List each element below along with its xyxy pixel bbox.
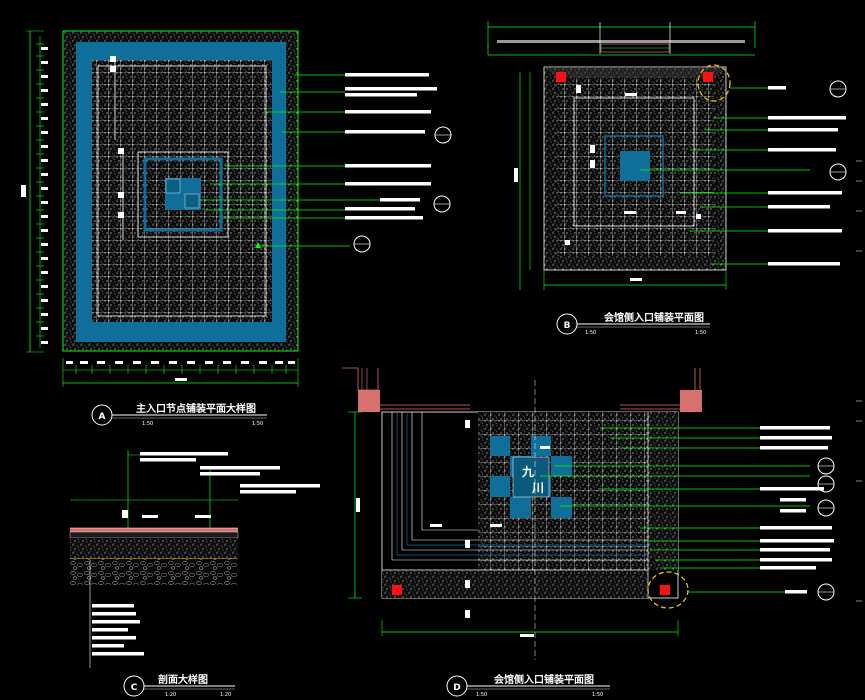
tag-a: A bbox=[99, 412, 106, 422]
scale-c-right: 1:20 bbox=[220, 692, 231, 698]
right-edge-markers bbox=[856, 160, 862, 602]
drawing-c-section bbox=[69, 450, 320, 668]
scale-c-left: 1:20 bbox=[165, 692, 176, 698]
scale-b-left: 1:50 bbox=[585, 330, 596, 336]
title-b: 会馆侧入口铺装平面图 bbox=[604, 311, 704, 324]
drawing-d-leaders bbox=[540, 426, 835, 601]
scale-d-right: 1:50 bbox=[592, 692, 603, 698]
seal-char-2: 川 bbox=[531, 481, 544, 495]
scale-a-left: 1:50 bbox=[142, 421, 153, 427]
tag-c: C bbox=[131, 683, 138, 693]
tag-b: B bbox=[564, 321, 571, 331]
title-c: 剖面大样图 bbox=[158, 673, 208, 686]
drawing-d-plan bbox=[342, 367, 702, 660]
drawing-a-plan bbox=[21, 30, 371, 387]
scale-a-right: 1:50 bbox=[252, 421, 263, 427]
title-a: 主入口节点铺装平面大样图 bbox=[136, 402, 256, 415]
tag-d: D bbox=[453, 683, 460, 693]
seal-char-1: 九 bbox=[521, 464, 534, 479]
title-block-a: A 主入口节点铺装平面大样图 1:50 1:50 bbox=[91, 402, 267, 427]
title-block-b: B 会馆侧入口铺装平面图 1:50 1:50 bbox=[556, 311, 710, 336]
drawing-b-plan bbox=[487, 21, 756, 290]
drawing-b-leaders bbox=[640, 80, 847, 266]
scale-b-right: 1:50 bbox=[695, 330, 706, 336]
title-block-c: C 剖面大样图 1:20 1:20 bbox=[123, 673, 235, 698]
title-block-d: D 会馆侧入口铺装平面图 1:50 1:50 bbox=[446, 673, 610, 698]
title-d: 会馆侧入口铺装平面图 bbox=[494, 673, 594, 686]
scale-d-left: 1:50 bbox=[476, 692, 487, 698]
drawing-a-leaders bbox=[200, 73, 452, 220]
